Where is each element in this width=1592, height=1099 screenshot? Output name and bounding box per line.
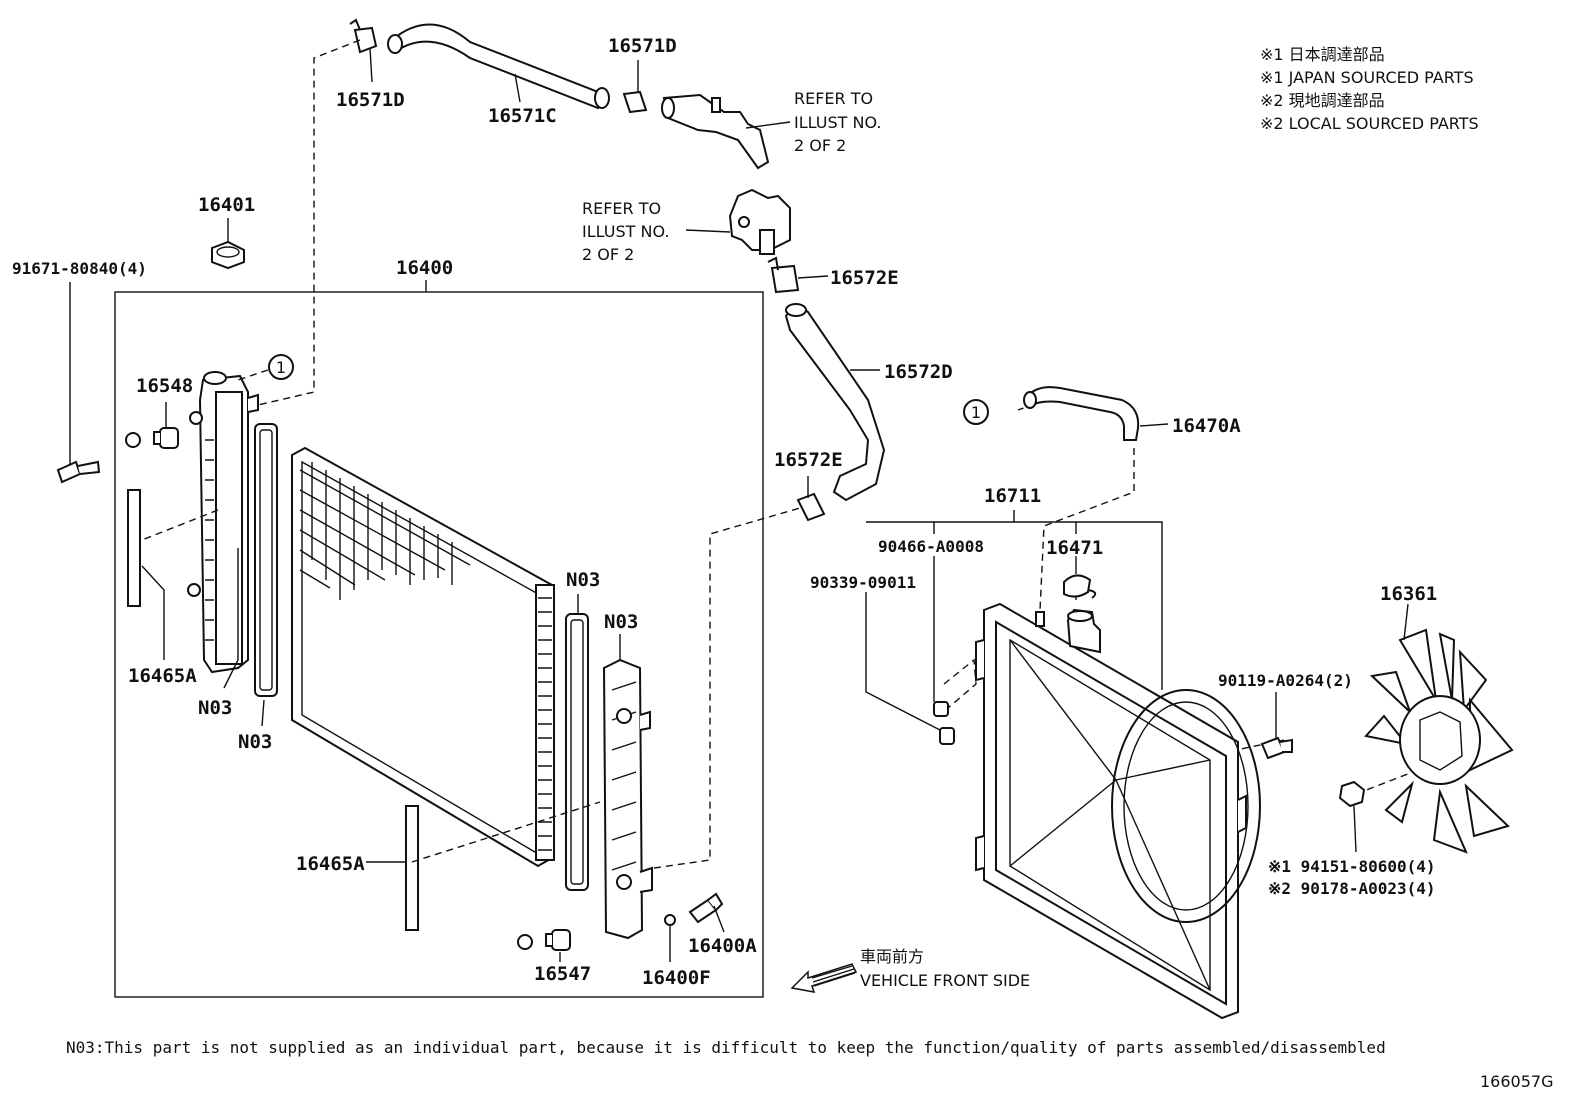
hose-clamp-16572E-top[interactable] xyxy=(767,256,800,294)
radiator-core[interactable] xyxy=(291,446,555,868)
callout-1-left xyxy=(268,354,294,380)
note-line3: ※2 現地調達部品 xyxy=(1260,91,1385,110)
label-16471: 16471 xyxy=(1046,537,1103,559)
bolt-90119[interactable] xyxy=(1260,736,1293,760)
refer-mid-line1: REFER TO xyxy=(582,199,661,218)
note-line1: ※1 日本調達部品 xyxy=(1260,45,1385,64)
left-tank-gasket[interactable] xyxy=(254,423,278,697)
label-16572E-mid: 16572E xyxy=(774,449,843,471)
label-16470A: 16470A xyxy=(1172,415,1241,437)
radiator-side-seal-bottom[interactable] xyxy=(405,805,419,931)
refer-top-line1: REFER TO xyxy=(794,89,873,108)
callout-1-right xyxy=(963,399,989,425)
drain-plug-16400A[interactable] xyxy=(688,892,724,924)
label-16361: 16361 xyxy=(1380,583,1437,605)
label-16572D: 16572D xyxy=(884,361,953,383)
water-inlet-mid[interactable] xyxy=(728,188,791,255)
radiator-assembly-frame xyxy=(114,291,764,998)
label-16571C: 16571C xyxy=(488,105,557,127)
hose-clamp-16571D-left[interactable] xyxy=(349,18,378,54)
label-16548: 16548 xyxy=(136,375,193,397)
refer-mid-line3: 2 OF 2 xyxy=(582,245,634,264)
front-label-en: VEHICLE FRONT SIDE xyxy=(860,971,1030,990)
grommet-90466[interactable] xyxy=(933,701,949,717)
label-N03-d: N03 xyxy=(604,611,638,633)
radiator-right-tank[interactable] xyxy=(602,658,653,940)
refer-mid-line2: ILLUST NO. xyxy=(582,222,669,241)
label-16465A-left: 16465A xyxy=(128,665,197,687)
nut-94151[interactable] xyxy=(1338,780,1366,808)
o-ring-16400F[interactable] xyxy=(664,914,676,926)
label-16465A-bottom: 16465A xyxy=(296,853,365,875)
label-91671: 91671-80840(4) xyxy=(12,259,147,278)
callout-1-left-label: 1 xyxy=(276,358,286,377)
label-16571D-right: 16571D xyxy=(608,35,677,57)
clip-90339[interactable] xyxy=(939,727,955,745)
refer-top-line2: ILLUST NO. xyxy=(794,113,881,132)
reservoir-hose-16470A[interactable] xyxy=(1023,386,1140,441)
upper-hose-16571C[interactable] xyxy=(387,23,610,110)
label-N03-c: N03 xyxy=(566,569,600,591)
water-outlet-upper[interactable] xyxy=(661,93,770,170)
note-line2: ※1 JAPAN SOURCED PARTS xyxy=(1260,68,1474,87)
label-16711: 16711 xyxy=(984,485,1041,507)
hose-clamp-16572E-mid[interactable] xyxy=(796,492,826,522)
label-N03-a: N03 xyxy=(198,697,232,719)
label-90178: ※2 90178-A0023(4) xyxy=(1268,879,1436,898)
label-16547: 16547 xyxy=(534,963,591,985)
refer-top-line3: 2 OF 2 xyxy=(794,136,846,155)
vehicle-front-arrow xyxy=(790,963,858,993)
lower-hose-16572D[interactable] xyxy=(784,303,886,502)
label-16400F: 16400F xyxy=(642,967,711,989)
hose-clamp-16571D-right[interactable] xyxy=(622,90,648,114)
radiator-left-tank[interactable] xyxy=(187,371,259,674)
drain-cock-16548[interactable] xyxy=(125,427,179,449)
right-tank-gasket[interactable] xyxy=(565,613,589,891)
label-90119: 90119-A0264(2) xyxy=(1218,671,1353,690)
label-16572E-top: 16572E xyxy=(830,267,899,289)
label-90339: 90339-09011 xyxy=(810,573,916,592)
front-label-jp: 車両前方 xyxy=(860,947,924,966)
label-16400A: 16400A xyxy=(688,935,757,957)
radiator-cap-16401[interactable] xyxy=(211,240,245,270)
callout-1-right-label: 1 xyxy=(971,403,981,422)
drain-cock-16547[interactable] xyxy=(517,929,571,951)
label-16401: 16401 xyxy=(198,194,255,216)
label-94151: ※1 94151-80600(4) xyxy=(1268,857,1436,876)
diagram-id: 166057G xyxy=(1480,1072,1553,1091)
label-N03-b: N03 xyxy=(238,731,272,753)
label-16571D-left: 16571D xyxy=(336,89,405,111)
note-line4: ※2 LOCAL SOURCED PARTS xyxy=(1260,114,1479,133)
radiator-side-seal-left[interactable] xyxy=(127,489,141,607)
label-90466: 90466-A0008 xyxy=(878,537,984,556)
bolt-91671[interactable] xyxy=(56,460,101,484)
fan-16361[interactable] xyxy=(1364,628,1514,854)
reservoir-cap-16471[interactable] xyxy=(1063,574,1097,599)
footer-note: N03:This part is not supplied as an indi… xyxy=(66,1038,1386,1057)
fan-shroud-16711[interactable] xyxy=(975,602,1261,1020)
label-16400: 16400 xyxy=(396,257,453,279)
